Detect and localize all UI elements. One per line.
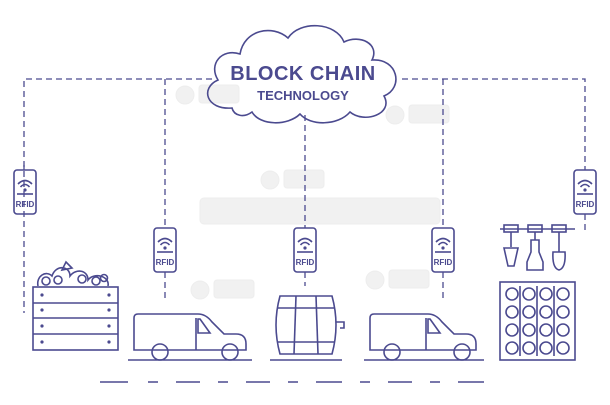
delivery-van-icon [364,313,484,361]
network-lines [23,78,586,383]
rfid-tag: RFID [431,227,455,273]
rfid-label: RFID [296,258,315,267]
rfid-tag: RFID [153,227,177,273]
watermark [175,84,450,300]
rfid-tag: RFID [573,169,597,215]
wine-glasses-icon [500,224,575,271]
rfid-label: RFID [16,200,35,209]
wifi-icon [17,179,33,192]
rfid-label: RFID [156,258,175,267]
delivery-van-icon [128,313,252,361]
rfid-label: RFID [576,200,595,209]
rfid-tag: RFID [293,227,317,273]
blockchain-cloud: BLOCK CHAIN TECHNOLOGY [207,24,397,124]
cloud-title: BLOCK CHAIN [230,63,376,85]
rfid-label: RFID [434,258,453,267]
wine-rack-icon [499,281,576,361]
cloud-subtitle: TECHNOLOGY [257,88,349,103]
grape-crate-icon [32,260,119,351]
wifi-icon [435,237,451,250]
wifi-icon [157,237,173,250]
wifi-icon [577,179,593,192]
wine-barrel-icon [270,295,345,361]
wifi-icon [297,237,313,250]
rfid-tag: RFID [13,169,37,215]
